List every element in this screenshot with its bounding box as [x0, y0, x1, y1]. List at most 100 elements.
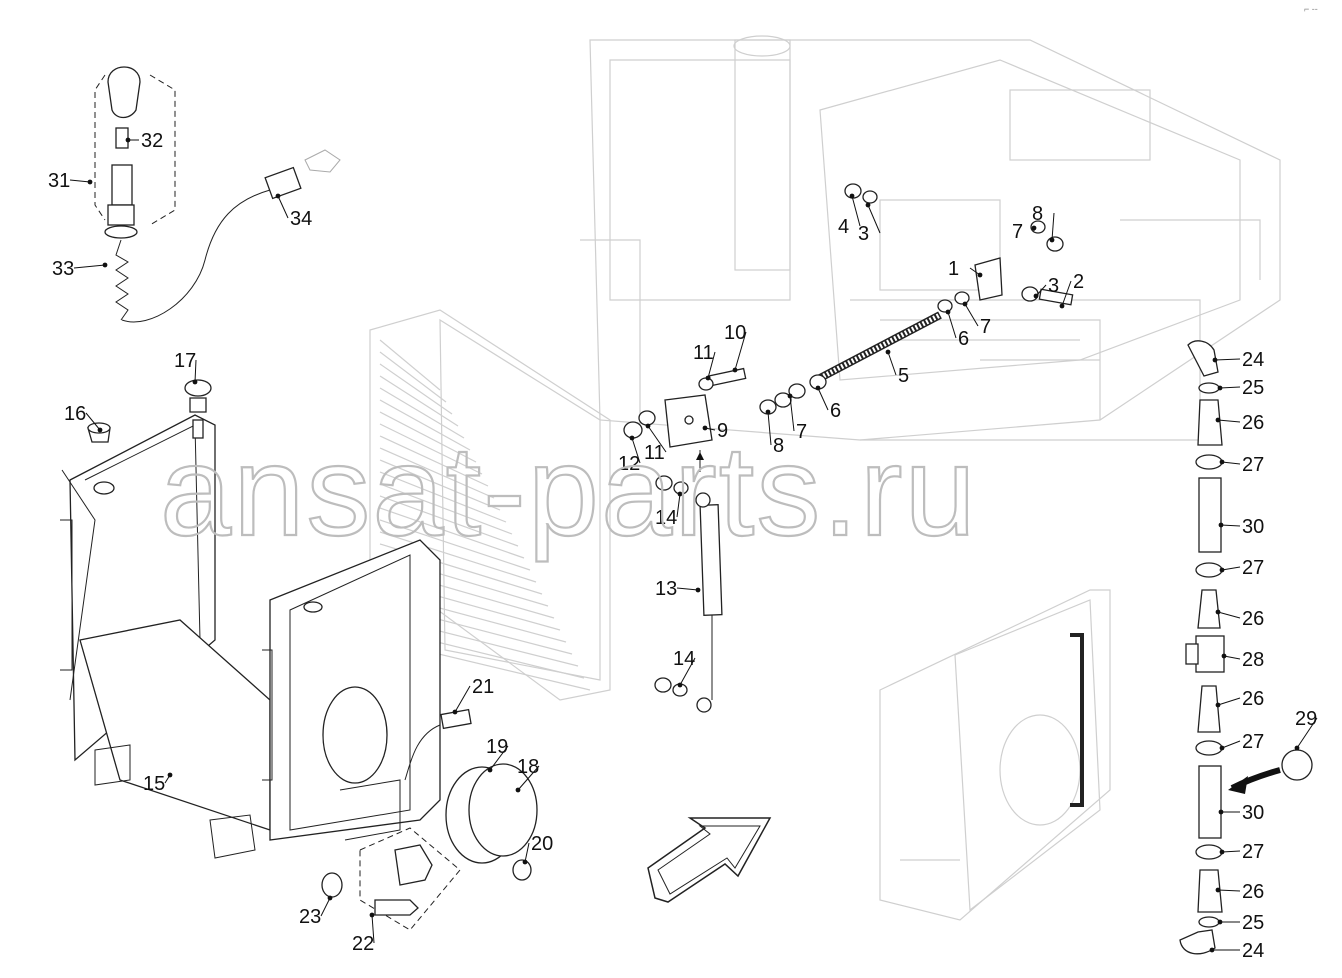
- leader-dot: [732, 367, 738, 373]
- callout-label: 11: [644, 442, 665, 464]
- callout-27: 27: [1219, 454, 1264, 476]
- radiator-fin: [379, 447, 495, 499]
- leader-line: [1223, 655, 1241, 660]
- callout-26: 26: [1215, 688, 1264, 710]
- leader-dot: [87, 179, 93, 185]
- radiator-fin: [379, 531, 537, 583]
- callout-14: 14: [673, 648, 696, 688]
- leader-dot: [1221, 653, 1227, 659]
- callout-31: 31: [48, 170, 93, 192]
- leader-line: [320, 897, 331, 917]
- callout-23: 23: [299, 895, 333, 928]
- leader-dot: [962, 301, 968, 307]
- callout-label: 20: [531, 833, 553, 855]
- leader-dot: [1217, 385, 1223, 391]
- callout-label: 26: [1242, 608, 1264, 630]
- callout-label: 19: [486, 736, 508, 758]
- callout-7: 7: [1012, 221, 1037, 243]
- callout-label: 22: [352, 933, 374, 955]
- callout-18: 18: [515, 756, 540, 793]
- leader-dot: [977, 272, 983, 278]
- leader-dot: [125, 137, 131, 143]
- callout-label: 1: [948, 258, 959, 280]
- callout-label: 17: [174, 350, 196, 372]
- leader-dot: [452, 709, 458, 715]
- leader-line: [1035, 284, 1047, 297]
- callout-8: 8: [1032, 203, 1055, 243]
- leader-dot: [1294, 745, 1300, 751]
- leader-dot: [677, 491, 683, 497]
- callout-12: 12: [618, 435, 641, 475]
- leader-line: [1051, 212, 1055, 241]
- callout-label: 5: [898, 365, 909, 387]
- leader-line: [517, 765, 540, 791]
- callout-label: 33: [52, 258, 74, 280]
- callout-label: 25: [1242, 912, 1264, 934]
- callout-20: 20: [522, 833, 553, 865]
- callout-label: 8: [773, 435, 784, 457]
- leader-line: [1296, 717, 1318, 749]
- leader-dot: [1212, 357, 1218, 363]
- callout-label: 3: [858, 223, 869, 245]
- callout-21: 21: [452, 676, 494, 715]
- radiator-fin: [379, 399, 471, 451]
- radiator-fin: [379, 375, 459, 427]
- callout-6: 6: [945, 309, 969, 350]
- leader-line: [1221, 566, 1241, 571]
- leader-dot: [849, 193, 855, 199]
- leader-dot: [1219, 745, 1225, 751]
- leader-dot: [522, 859, 528, 865]
- callout-label: 8: [1032, 203, 1043, 225]
- leader-line: [707, 351, 716, 379]
- leader-dot: [645, 423, 651, 429]
- leader-dot: [1219, 459, 1225, 465]
- callout-label: 7: [980, 316, 991, 338]
- leader-line: [817, 387, 829, 411]
- leader-line: [867, 204, 881, 234]
- leader-line: [676, 493, 681, 518]
- callout-14: 14: [655, 491, 683, 529]
- callout-3: 3: [858, 202, 881, 245]
- leader-dot: [1215, 887, 1221, 893]
- leader-dot: [327, 895, 333, 901]
- radiator-fin: [379, 339, 441, 391]
- leader-dot: [1031, 225, 1037, 231]
- callout-label: 2: [1073, 271, 1084, 293]
- callout-7: 7: [787, 393, 807, 443]
- callout-label: 6: [830, 400, 841, 422]
- radiator-fin: [379, 435, 489, 487]
- leader-line: [676, 587, 699, 591]
- enclosure-panel: [60, 414, 441, 859]
- radiator-fin: [379, 387, 465, 439]
- callout-label: 23: [299, 906, 321, 928]
- radiator-fin: [379, 423, 483, 475]
- callout-label: 29: [1295, 708, 1317, 730]
- leader-dot: [1215, 417, 1221, 423]
- callout-8: 8: [765, 409, 784, 457]
- callout-1: 1: [948, 258, 983, 280]
- callout-11: 11: [693, 342, 716, 381]
- callout-label: 10: [724, 322, 746, 344]
- leader-line: [1061, 280, 1072, 307]
- leader-dot: [515, 787, 521, 793]
- leader-dot: [102, 262, 108, 268]
- callout-32: 32: [125, 130, 163, 152]
- callout-label: 30: [1242, 516, 1264, 538]
- leader-line: [1217, 419, 1241, 423]
- callout-25: 25: [1217, 377, 1264, 399]
- leader-line: [85, 412, 101, 431]
- callout-label: 27: [1242, 557, 1264, 579]
- radiator-fin: [379, 351, 447, 403]
- callout-4: 4: [838, 193, 861, 238]
- direction-arrow-icon: [647, 817, 772, 903]
- callout-label: 24: [1242, 349, 1264, 371]
- callout-22: 22: [352, 912, 375, 955]
- callout-26: 26: [1215, 881, 1264, 903]
- radiator-fin: [379, 363, 453, 415]
- callout-label: 34: [290, 208, 312, 230]
- callout-28: 28: [1221, 649, 1264, 671]
- callout-10: 10: [724, 322, 747, 373]
- callout-label: 27: [1242, 731, 1264, 753]
- callout-30: 30: [1218, 802, 1264, 824]
